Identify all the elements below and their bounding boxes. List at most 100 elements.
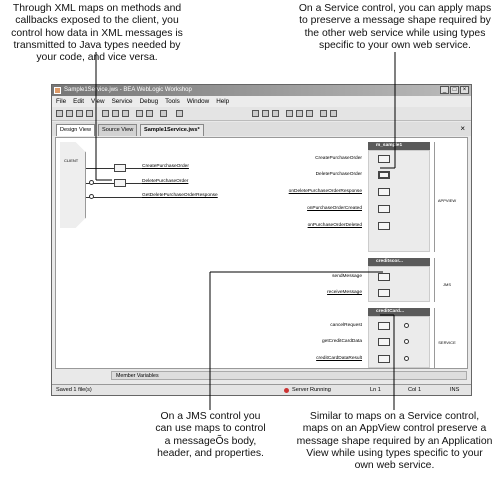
control2-method-2[interactable]: receiveMessage bbox=[327, 290, 362, 295]
menu-help[interactable]: Help bbox=[216, 98, 230, 105]
client-method-1[interactable]: CreatePurchaseOrder bbox=[142, 164, 189, 169]
control-header-3[interactable]: creditCard... bbox=[368, 308, 430, 316]
start-icon[interactable] bbox=[252, 110, 259, 117]
toolbar bbox=[52, 107, 471, 121]
pause-icon[interactable] bbox=[262, 110, 269, 117]
status-saved: Saved 1 file(s) bbox=[56, 387, 92, 393]
xml-map-icon[interactable] bbox=[378, 171, 390, 179]
redo-icon[interactable] bbox=[146, 110, 153, 117]
client-line-1 bbox=[86, 168, 166, 169]
clear-breakpoints-icon[interactable] bbox=[330, 110, 337, 117]
minimize-button[interactable]: _ bbox=[440, 86, 449, 94]
member-variables-label: Member Variables bbox=[116, 373, 159, 379]
menu-view[interactable]: View bbox=[91, 98, 105, 105]
control1-method-2[interactable]: DeletePurchaseOrder bbox=[315, 172, 362, 177]
client-line-2 bbox=[86, 183, 166, 184]
save-all-icon[interactable] bbox=[86, 110, 93, 117]
design-canvas[interactable]: CLIENT CreatePurchaseOrder DeletePurchas… bbox=[55, 137, 468, 369]
callout-appview-control: Similar to maps on a Service control, ma… bbox=[296, 411, 493, 472]
xml-map-icon[interactable] bbox=[378, 338, 390, 346]
callout-jms-control: On a JMS control you can use maps to con… bbox=[155, 411, 266, 459]
status-mode: INS bbox=[450, 387, 460, 393]
callout-service-control: On a Service control, you can apply maps… bbox=[298, 3, 492, 51]
service-control-icon[interactable] bbox=[434, 308, 460, 368]
app-icon bbox=[54, 87, 61, 94]
xml-map-icon[interactable] bbox=[378, 322, 390, 330]
find-icon[interactable] bbox=[160, 110, 167, 117]
menu-tools[interactable]: Tools bbox=[165, 98, 180, 105]
callback-icon[interactable] bbox=[89, 194, 94, 199]
xml-map-icon[interactable] bbox=[378, 222, 390, 230]
client-label: CLIENT bbox=[64, 158, 79, 163]
menu-window[interactable]: Window bbox=[186, 98, 210, 105]
close-tab-icon[interactable]: × bbox=[460, 124, 465, 133]
xml-map-icon[interactable] bbox=[378, 273, 390, 281]
open-icon[interactable] bbox=[66, 110, 73, 117]
xml-map-icon[interactable] bbox=[114, 164, 126, 172]
appview-control-label: APPVIEW bbox=[437, 198, 457, 203]
paste-icon[interactable] bbox=[122, 110, 129, 117]
maximize-button[interactable]: □ bbox=[450, 86, 459, 94]
tab-document[interactable]: Sample1Service.jws* bbox=[140, 124, 204, 136]
status-server: Server Running bbox=[292, 387, 331, 393]
xml-map-icon[interactable] bbox=[378, 205, 390, 213]
server-status-icon bbox=[284, 388, 289, 393]
status-col: Col 1 bbox=[408, 387, 422, 393]
callback-icon[interactable] bbox=[404, 356, 409, 361]
jms-control-label: JMS bbox=[443, 282, 451, 287]
step-over-icon[interactable] bbox=[296, 110, 303, 117]
menu-file[interactable]: File bbox=[56, 98, 67, 105]
undo-icon[interactable] bbox=[136, 110, 143, 117]
control1-method-3[interactable]: onDeletePurchaseOrderResponse bbox=[288, 189, 362, 194]
client-method-2[interactable]: DeletePurchaseOrder bbox=[142, 179, 189, 184]
control-panel-1 bbox=[368, 150, 430, 252]
status-bar: Saved 1 file(s) Server Running Ln 1 Col … bbox=[52, 384, 471, 395]
service-control-label: SERVICE bbox=[438, 340, 456, 345]
tab-design-view[interactable]: Design View bbox=[56, 124, 95, 136]
control-header-1[interactable]: m_sample1 bbox=[368, 142, 430, 150]
step-into-icon[interactable] bbox=[286, 110, 293, 117]
xml-map-icon[interactable] bbox=[114, 179, 126, 187]
save-icon[interactable] bbox=[76, 110, 83, 117]
xml-map-icon[interactable] bbox=[378, 289, 390, 297]
callout-xml-maps: Through XML maps on methods and callback… bbox=[11, 3, 183, 64]
build-icon[interactable] bbox=[176, 110, 183, 117]
step-out-icon[interactable] bbox=[306, 110, 313, 117]
menu-service[interactable]: Service bbox=[111, 98, 133, 105]
menu-edit[interactable]: Edit bbox=[73, 98, 85, 105]
control3-method-3[interactable]: creditCardDataResult bbox=[316, 356, 362, 361]
control3-method-1[interactable]: cancelRequest bbox=[330, 323, 362, 328]
tab-source-view[interactable]: Source View bbox=[98, 124, 138, 136]
new-file-icon[interactable] bbox=[56, 110, 63, 117]
client-method-3[interactable]: GetDeletePurchaseOrderResponse bbox=[142, 193, 218, 198]
control1-method-5[interactable]: onPurchaseOrderDeleted bbox=[307, 223, 362, 228]
callback-icon[interactable] bbox=[404, 339, 409, 344]
breakpoint-icon[interactable] bbox=[320, 110, 327, 117]
xml-map-icon[interactable] bbox=[378, 188, 390, 196]
client-line-3 bbox=[86, 197, 166, 198]
control3-method-2[interactable]: getCreditCardData bbox=[322, 339, 362, 344]
appview-control-icon[interactable] bbox=[434, 142, 460, 252]
control2-method-1[interactable]: sendMessage bbox=[332, 274, 362, 279]
title-bar: Sample1Service.jws - BEA WebLogic Worksh… bbox=[52, 85, 471, 96]
copy-icon[interactable] bbox=[112, 110, 119, 117]
menu-bar: File Edit View Service Debug Tools Windo… bbox=[52, 96, 471, 107]
tab-bar: Design View Source View Sample1Service.j… bbox=[52, 122, 471, 136]
callback-icon[interactable] bbox=[89, 180, 94, 185]
window-title: Sample1Service.jws - BEA WebLogic Worksh… bbox=[64, 87, 192, 93]
control-header-2[interactable]: creditscor... bbox=[368, 258, 430, 266]
window-controls: _ □ × bbox=[440, 86, 469, 94]
xml-map-icon[interactable] bbox=[378, 355, 390, 363]
control1-method-1[interactable]: CreatePurchaseOrder bbox=[315, 156, 362, 161]
cut-icon[interactable] bbox=[102, 110, 109, 117]
stop-icon[interactable] bbox=[272, 110, 279, 117]
menu-debug[interactable]: Debug bbox=[139, 98, 159, 105]
member-variables-bar[interactable]: Member Variables bbox=[111, 371, 467, 380]
callback-icon[interactable] bbox=[404, 323, 409, 328]
xml-map-icon[interactable] bbox=[378, 155, 390, 163]
control1-method-4[interactable]: onPurchaseOrderCreated bbox=[307, 206, 362, 211]
workshop-window: Sample1Service.jws - BEA WebLogic Worksh… bbox=[51, 84, 472, 396]
jms-control-icon[interactable] bbox=[434, 258, 460, 302]
close-button[interactable]: × bbox=[460, 86, 469, 94]
